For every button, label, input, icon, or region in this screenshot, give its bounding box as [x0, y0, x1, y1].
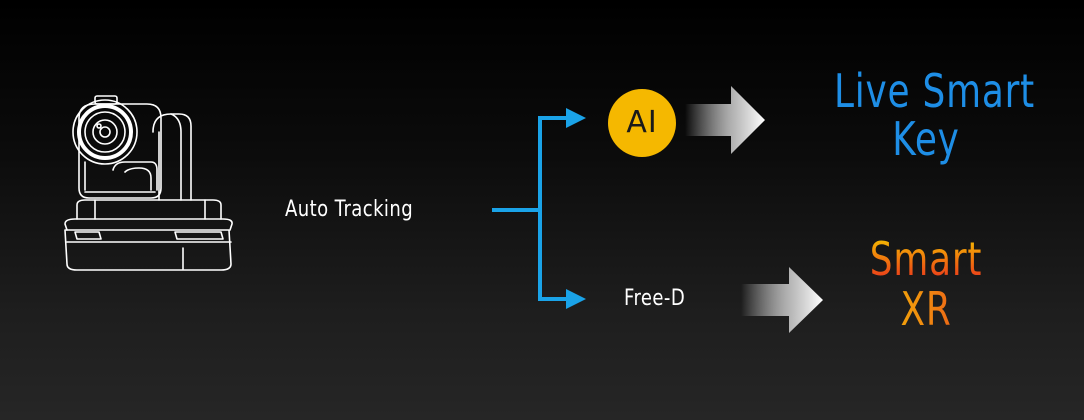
- branch-connector: [492, 108, 586, 309]
- ptz-camera-icon: [64, 95, 233, 271]
- live-smart-key-line1: Live Smart: [833, 64, 1035, 118]
- arrow-right-icon: [566, 289, 586, 309]
- smart-xr-line1: Smart: [857, 236, 994, 282]
- smart-xr-output: Smart XR: [857, 236, 994, 332]
- ai-badge: AI: [608, 89, 676, 157]
- gradient-arrow-icon: [741, 267, 823, 333]
- arrow-right-icon: [566, 108, 586, 128]
- auto-tracking-label: Auto Tracking: [285, 197, 414, 222]
- live-smart-key-output: Live Smart Key: [833, 64, 1035, 166]
- ai-badge-label: AI: [626, 105, 658, 140]
- smart-xr-line2: XR: [857, 286, 994, 332]
- live-smart-key-line2: Key: [892, 112, 960, 166]
- free-d-label: Free-D: [624, 286, 686, 311]
- gradient-arrow-icon: [685, 86, 765, 154]
